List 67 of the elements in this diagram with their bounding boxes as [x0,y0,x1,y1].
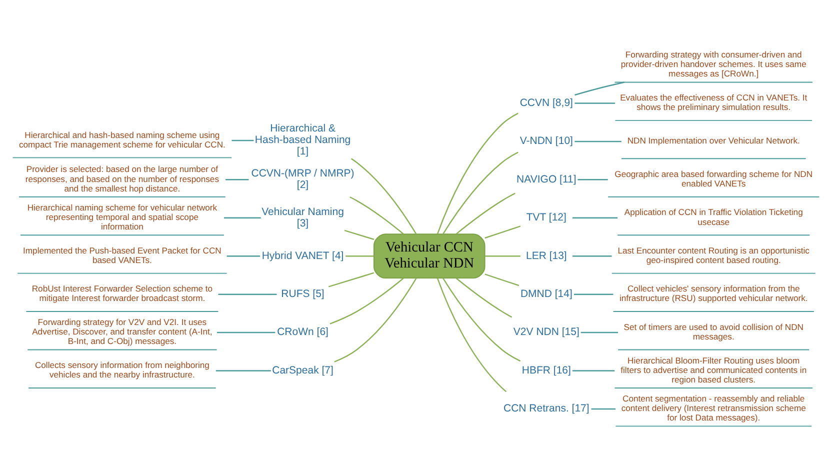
node-text: DMND [14] [520,288,572,300]
connector [216,332,276,334]
node-text: V-NDN [10] [520,135,573,148]
node-text: TVT [12] [526,212,566,224]
connector [224,217,261,218]
node-text: LER [13] [526,250,567,262]
connector [572,370,615,372]
node-text: Hierarchical and hash-based naming scheme using compact Trie management scheme for vehicular CCN. [18,130,226,150]
node-text: Hierarchical & Hash-based Naming [1] [254,122,351,158]
node-text: Provider is selected: based on the large number of responses, and based on the number of responses and the smallest hop distance. [25,164,220,194]
connector [436,278,507,392]
node-text: CCVN-(MRP / NMRP) [2] [251,168,354,192]
connector [436,112,518,234]
connector [574,102,615,104]
node-text: HBFR [16] [522,364,571,376]
connector [574,140,622,142]
connector [484,256,520,257]
node-text: CRoWn [6] [277,326,328,338]
node-text: RobUst Interest Forwarder Selection scheme to mitigate Interest forwarder broadcast storm. [32,284,213,304]
node-text: Content segmentation - reassembly and reliable content delivery (Interest retransmission scheme for lost Data messages). [621,394,806,423]
connector [232,140,254,142]
connector [334,278,417,362]
connector [442,152,518,234]
connector [350,196,404,234]
connector [328,272,374,288]
node-text: Set of timers are used to avoid collision of NDN messages. [624,322,804,342]
node-text: Last Encounter content Routing is an opportunistic geo-inspired content based routing. [618,245,810,265]
node-text: Hierarchical naming scheme for vehicular network representing temporal and spatial scope information [27,202,218,232]
node-text: Hybrid VANET [4] [262,250,344,262]
connector [226,179,249,180]
connector [580,332,618,334]
connector [484,274,520,286]
node-text: CCVN [8,9] [520,96,573,109]
connector [330,278,404,324]
node-text: V2V NDN [15] [513,326,580,338]
node-text: NAVIGO [11] [516,173,576,186]
connector [350,158,417,234]
connector [226,256,260,257]
node-text: RUFS [5] [281,288,324,300]
connector [572,217,618,218]
connector [572,256,612,257]
connector [578,179,608,180]
node-text: Forwarding strategy with consumer-driven and provider-driven handover schemes. It uses same messages as [CRoWn.] [620,50,806,79]
node-text: CarSpeak [7] [272,364,334,376]
node-text: Application of CCN in Traffic Violation Ticketing usecase [624,207,803,227]
connector [216,370,271,372]
connector [218,294,277,295]
node-text: Evaluates the effectiveness of CCN in VANETs. It shows the preliminary simulation results. [620,92,808,112]
node-text: Collects sensory information from neighboring vehicles and the nearby infrastructure. [34,360,210,380]
node-box: Vehicular CCN Vehicular NDN [373,234,486,279]
node-text: Implemented the Push-based Event Packet for CCN based VANETs. [23,245,222,265]
connector [442,278,521,362]
connector [574,294,614,295]
connector [456,278,512,318]
connector [591,408,616,410]
connector [346,256,374,257]
node-text: Forwarding strategy for V2V and V2I. It uses Advertise, Discover, and transfer content (A-Int, B-Int, and C-Obj) messages. [32,317,212,346]
connector [456,192,516,234]
node-text: CCN Retrans. [17] [504,402,590,415]
node-text: NDN Implementation over Vehicular Network. [627,136,800,146]
node-text: Vehicular Naming [3] [262,206,344,230]
connector [484,226,521,239]
node-text: Geographic area based forwarding scheme for NDN enabled VANETs [614,169,813,189]
connector [574,82,624,96]
node-text: Hierarchical Bloom-Filter Routing uses bloom filters to advertise and communicated contents in region based clusters. [620,355,807,384]
node-text: Collect vehicles' sensory information from the infrastructure (RSU) supported vehicular network. [619,284,808,304]
connector [344,230,374,240]
